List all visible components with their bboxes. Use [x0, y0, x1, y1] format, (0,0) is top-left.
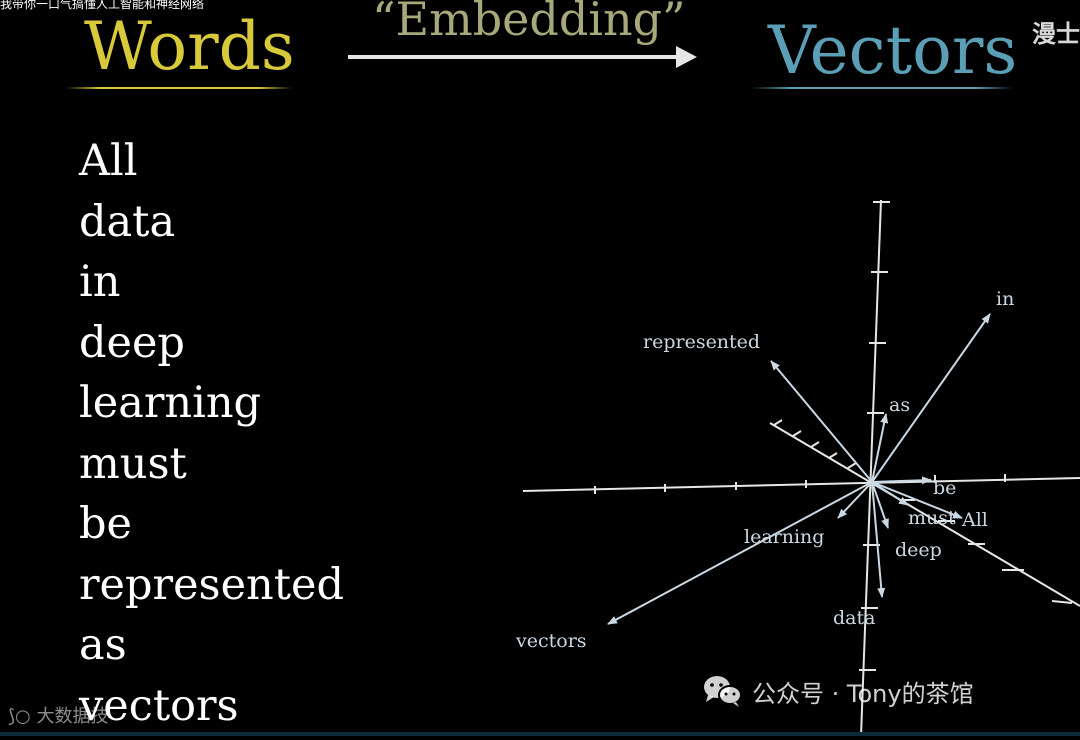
label-vectors: vectors: [515, 630, 587, 652]
label-represented: represented: [643, 331, 760, 353]
bottom-strip: [0, 732, 1080, 736]
label-data: data: [833, 607, 875, 629]
label-learning: learning: [744, 526, 824, 548]
watermark-left-text: 大数据技: [36, 706, 108, 727]
vector-labels: in represented as be must All learning d…: [515, 288, 1014, 652]
watermark-right: 公众号 · Tony的茶馆: [702, 674, 974, 708]
label-deep: deep: [895, 539, 942, 561]
label-be: be: [933, 477, 956, 499]
label-must: must: [908, 507, 956, 529]
label-in: in: [996, 288, 1014, 310]
watermark-left: ⟆○ 大数据技: [8, 702, 108, 728]
watermark-right-text: 公众号 · Tony的茶馆: [752, 674, 974, 709]
vector-vectors: [608, 482, 872, 624]
horizontal-axis: [523, 478, 1080, 491]
axes: [523, 200, 1080, 736]
vector-learning: [838, 482, 872, 518]
vertical-axis: [861, 200, 881, 736]
watermark-left-icon: ⟆○: [8, 706, 31, 727]
label-as: as: [889, 394, 910, 416]
vector-represented: [771, 361, 872, 482]
word-vectors: [608, 314, 990, 624]
wechat-icon: [702, 674, 744, 708]
label-all: All: [961, 509, 988, 531]
